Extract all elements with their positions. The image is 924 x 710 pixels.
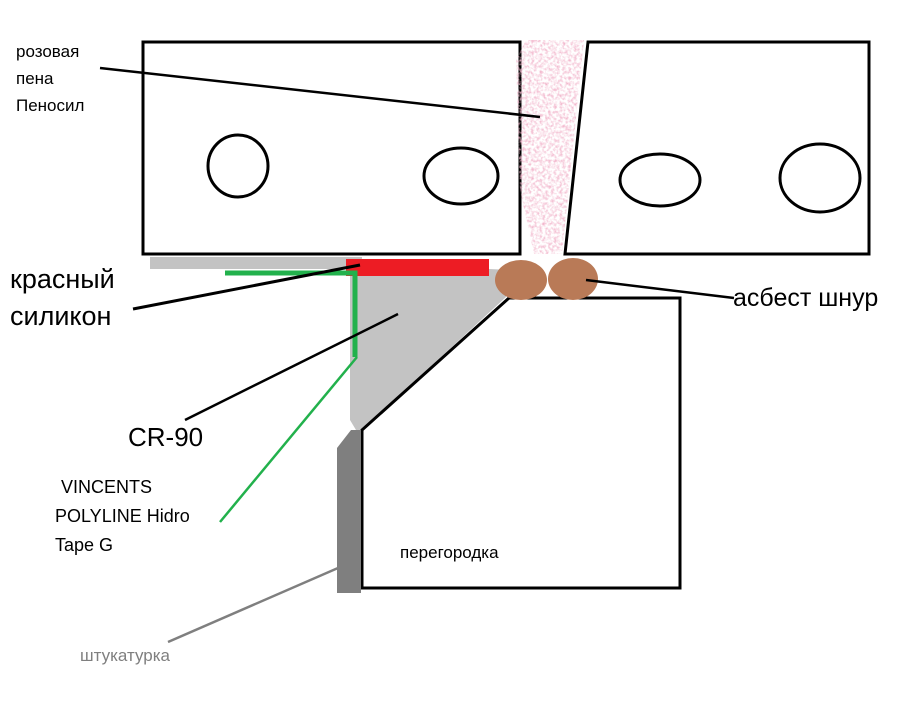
partition-outline (360, 296, 682, 590)
label-silicone: красный силикон (10, 264, 115, 331)
cr90-strip (150, 257, 362, 269)
label-tape-line-1: VINCENTS (61, 477, 152, 497)
cr90-leader-line (184, 312, 399, 422)
label-tape: VINCENTS POLYLINE Hidro Tape G (55, 477, 190, 555)
label-tape-line-3: Tape G (55, 535, 113, 555)
label-cr90: CR-90 (128, 422, 203, 452)
label-tape-line-2: POLYLINE Hidro (55, 506, 190, 526)
label-partition: перегородка (400, 543, 499, 562)
partition (360, 296, 682, 590)
asbestos-cords (495, 258, 598, 300)
label-foam-line-2: пена (16, 69, 54, 88)
label-foam-line-3: Пеносил (16, 96, 84, 115)
pink-foam-fill (516, 40, 584, 254)
red-silicone-strip (346, 259, 489, 276)
plaster-strip (337, 430, 361, 593)
right-block-hole-2 (778, 142, 862, 214)
pink-foam (516, 40, 584, 254)
right-block-hole-1 (618, 152, 702, 208)
cr90-sealant (150, 257, 512, 430)
label-silicone-line-1: красный (10, 264, 115, 294)
label-silicone-line-2: силикон (10, 301, 111, 331)
asbestos-cord-right (548, 258, 598, 300)
left-block-hole-2 (422, 146, 500, 206)
label-plaster: штукатурка (80, 646, 171, 665)
foam-leader-line (99, 66, 541, 119)
label-foam: розовая пена Пеносил (16, 42, 84, 115)
label-asbestos: асбест шнур (733, 284, 878, 312)
green-tape-line (225, 270, 358, 357)
plaster-leader-line (167, 566, 339, 644)
cr90-fill (350, 263, 512, 430)
right-wall-block (563, 40, 871, 256)
label-foam-line-1: розовая (16, 42, 79, 61)
silicone-leader-line (132, 263, 361, 311)
left-block-hole-1 (206, 133, 270, 199)
asbestos-cord-left (495, 260, 547, 300)
left-wall-block (141, 40, 522, 256)
tape-leader-line (219, 356, 358, 523)
asbestos-leader-line (585, 278, 735, 300)
